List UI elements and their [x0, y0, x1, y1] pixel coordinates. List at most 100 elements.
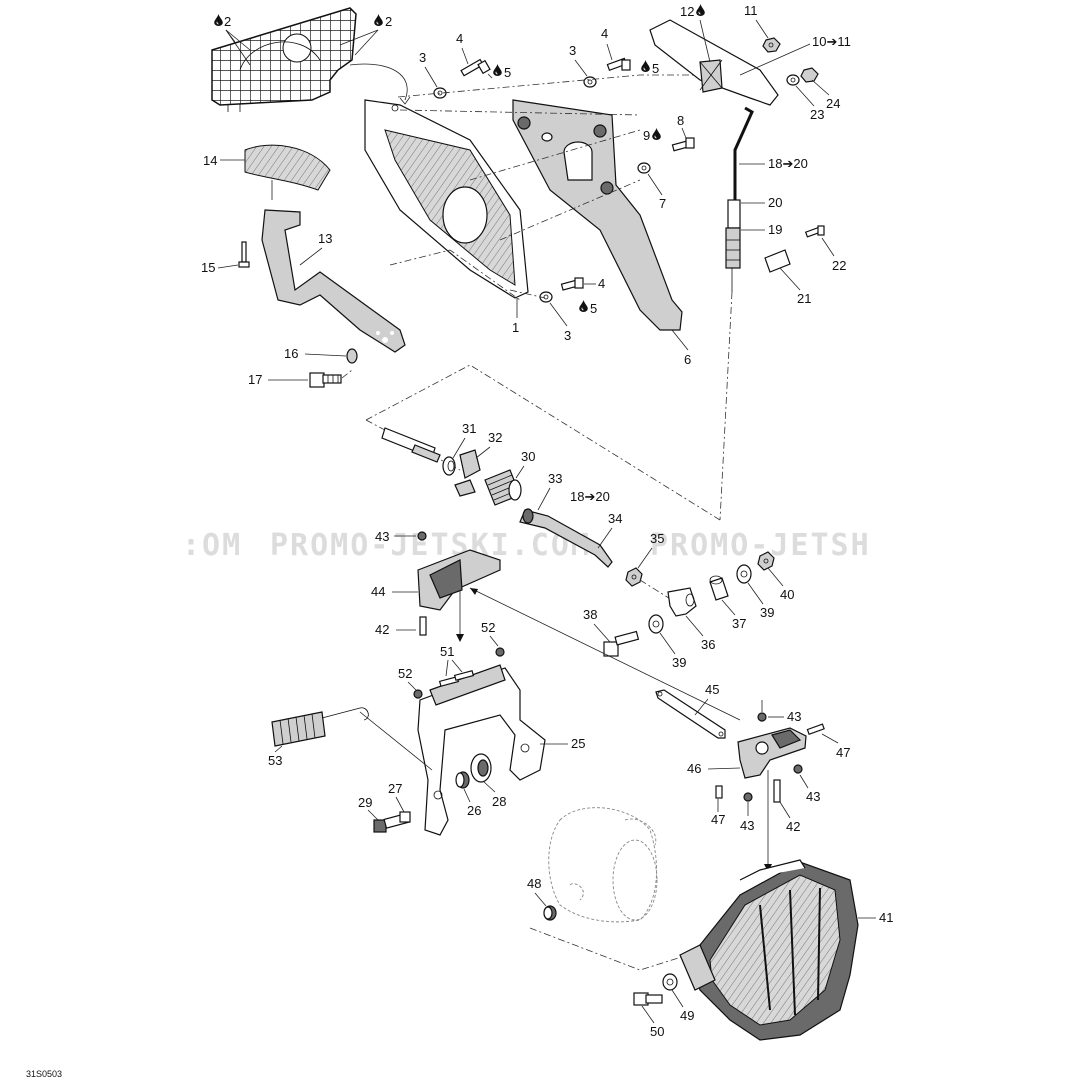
callout-48: 48 — [527, 876, 541, 891]
drop-icon — [696, 4, 705, 16]
lever-46 — [737, 727, 807, 779]
nut-43a — [417, 531, 427, 541]
washer-16 — [346, 348, 358, 364]
callout-50: 50 — [650, 1024, 664, 1039]
screw-8 — [671, 137, 695, 152]
screw-4-mid — [560, 277, 584, 291]
spring-53 — [271, 707, 369, 747]
callout-12: 12 — [680, 4, 694, 19]
callout-46: 46 — [687, 761, 701, 776]
shaft — [381, 427, 441, 463]
watermark: :OM PROMO-JETSKI.COM PROMO-JETSH — [180, 525, 900, 563]
bolt-50 — [633, 992, 663, 1006]
screw-15 — [238, 241, 250, 268]
screw-22 — [804, 225, 825, 238]
callout-44: 44 — [371, 584, 385, 599]
callout-1: 1 — [512, 320, 519, 335]
callout-10-11: 10➔11 — [812, 34, 851, 49]
washer-39b — [648, 614, 664, 634]
bolt-38 — [603, 630, 640, 657]
callout-53: 53 — [268, 753, 282, 768]
callout-36: 36 — [701, 637, 715, 652]
callout-28: 28 — [492, 794, 506, 809]
callout-43c: 43 — [806, 789, 820, 804]
callout-32: 32 — [488, 430, 502, 445]
callout-13: 13 — [318, 231, 332, 246]
callout-16: 16 — [284, 346, 298, 361]
callout-49: 49 — [680, 1008, 694, 1023]
washer-49 — [662, 973, 678, 991]
callout-3a: 3 — [419, 50, 426, 65]
part-13-pedal — [261, 209, 406, 353]
part-2-grid-cover — [211, 7, 411, 112]
nut-43d — [743, 792, 753, 802]
part-1-housing — [364, 99, 529, 299]
callout-30: 30 — [521, 449, 535, 464]
callout-35: 35 — [650, 531, 664, 546]
callout-2b: 2 — [385, 14, 392, 29]
watermark-text-main: PROMO-JETSKI.COM — [270, 528, 591, 563]
callout-5b: 5 — [652, 61, 659, 76]
callout-40: 40 — [780, 587, 794, 602]
bushing-32 — [454, 449, 481, 497]
nut-11 — [762, 37, 781, 53]
callout-25: 25 — [571, 736, 585, 751]
bearing-28 — [470, 753, 492, 783]
callout-38: 38 — [583, 607, 597, 622]
part-14-pad — [244, 144, 331, 191]
callout-52b: 52 — [398, 666, 412, 681]
nut-35 — [625, 567, 643, 587]
reverse-gate-41 — [679, 859, 859, 1041]
callout-34: 34 — [608, 511, 622, 526]
callout-3b: 3 — [569, 43, 576, 58]
washer-23 — [786, 74, 800, 86]
bracket-44 — [417, 549, 501, 611]
callout-24: 24 — [826, 96, 840, 111]
screw-47b — [715, 785, 723, 799]
drop-icon — [579, 300, 588, 312]
callout-4b: 4 — [601, 26, 608, 41]
callout-4c: 4 — [598, 276, 605, 291]
callout-43b: 43 — [787, 709, 801, 724]
callout-3c: 3 — [564, 328, 571, 343]
callout-18-20a: 18➔20 — [768, 156, 808, 171]
bushing-31 — [442, 456, 456, 476]
screw-4-top-left — [460, 58, 491, 77]
callout-23: 23 — [810, 107, 824, 122]
callout-4a: 4 — [456, 31, 463, 46]
plate-21 — [764, 249, 791, 273]
bolt-17 — [309, 372, 342, 388]
nut-43c — [793, 764, 803, 774]
nut-40 — [757, 551, 775, 571]
ghost-housing — [548, 807, 658, 923]
drop-icon — [652, 128, 661, 140]
drop-icon — [374, 14, 383, 26]
callout-14: 14 — [203, 153, 217, 168]
callout-51: 51 — [440, 644, 454, 659]
callout-6: 6 — [684, 352, 691, 367]
spring-30 — [484, 469, 522, 506]
callout-21: 21 — [797, 291, 811, 306]
callout-15: 15 — [201, 260, 215, 275]
callout-45: 45 — [705, 682, 719, 697]
callout-11: 11 — [744, 3, 758, 18]
screw-47a — [806, 723, 825, 736]
callout-47b: 47 — [711, 812, 725, 827]
callout-7: 7 — [659, 196, 666, 211]
callout-2a: 2 — [224, 14, 231, 29]
spacer-26 — [455, 771, 470, 789]
callout-37: 37 — [732, 616, 746, 631]
shaft-33 — [519, 508, 613, 568]
callout-22: 22 — [832, 258, 846, 273]
drop-icon — [641, 60, 650, 72]
washer-39a — [736, 564, 752, 584]
drop-icon — [493, 64, 502, 76]
screw-42b — [773, 779, 781, 803]
watermark-text: :OM — [182, 528, 242, 563]
nut-52b — [413, 689, 423, 699]
callout-18-20b: 18➔20 — [570, 489, 610, 504]
part-10-lever — [649, 19, 779, 106]
drawing-code: 31S0503 — [26, 1069, 62, 1079]
washer-3-top-right — [583, 76, 597, 88]
